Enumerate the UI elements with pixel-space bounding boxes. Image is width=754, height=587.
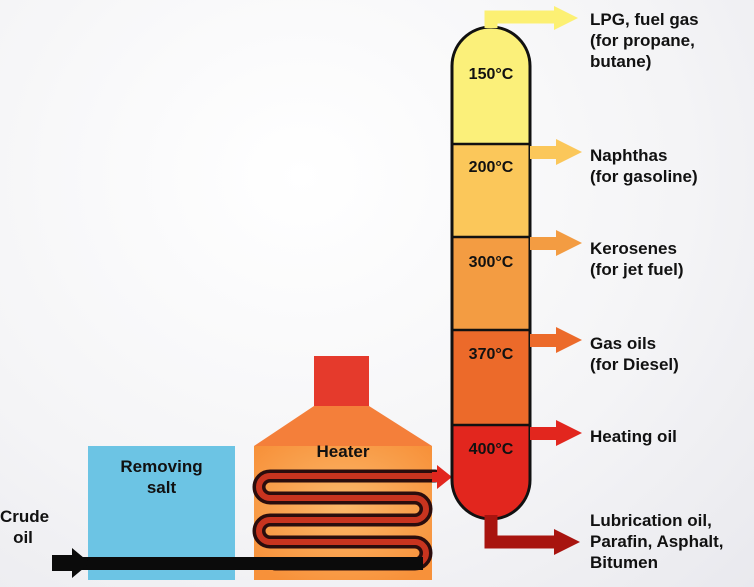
product-gasoil-line2: (for Diesel): [590, 355, 679, 374]
desalter-line2: salt: [146, 478, 177, 497]
heater-coil-inner: [256, 473, 438, 567]
product-kerosene-line2: (for jet fuel): [590, 260, 684, 279]
temp-300: 300°C: [468, 254, 514, 271]
temp-400: 400°C: [468, 441, 514, 458]
outlet-lpg-pipe: [484, 10, 558, 28]
heater-label: Heater: [254, 441, 432, 462]
product-heating-line1: Heating oil: [590, 427, 677, 446]
outlet-naphtha-pipe: [530, 146, 558, 159]
section-400: [452, 425, 530, 519]
crude-oil-label: Crude oil: [0, 506, 50, 548]
temp-150: 150°C: [468, 66, 514, 83]
section-150: [452, 27, 530, 144]
outlet-lpg-arrow: [554, 6, 578, 30]
feed-arrow: [432, 465, 452, 489]
product-lpg: LPG, fuel gas (for propane, butane): [590, 9, 699, 72]
outlet-heating-arrow: [556, 420, 582, 446]
outlet-lube-pipe: [484, 515, 558, 549]
outlet-kerosene-arrow: [556, 230, 582, 256]
product-naphtha-line2: (for gasoline): [590, 167, 698, 186]
outlet-lube-arrow: [554, 529, 580, 555]
product-lube-line1: Lubrication oil,: [590, 511, 712, 530]
heater-label-text: Heater: [316, 442, 370, 461]
heater-cap: [254, 406, 432, 446]
product-lube-line2: Parafin, Asphalt,: [590, 532, 724, 551]
crude-oil-pipe: [68, 557, 423, 570]
desalter-line1: Removing: [120, 457, 203, 476]
column: [452, 27, 530, 519]
product-lpg-line1: LPG, fuel gas: [590, 10, 699, 29]
product-gasoil-line1: Gas oils: [590, 334, 657, 353]
section-300: [452, 237, 530, 330]
outlet-heating-pipe: [530, 427, 558, 440]
outlet-gasoil-arrow: [556, 327, 582, 353]
product-kerosene-line1: Kerosenes: [590, 239, 677, 258]
product-lpg-line3: butane): [590, 52, 652, 71]
product-lube-line3: Bitumen: [590, 553, 658, 572]
product-naphtha: Naphthas (for gasoline): [590, 145, 698, 187]
product-lube: Lubrication oil, Parafin, Asphalt, Bitum…: [590, 510, 724, 573]
desalter-label: Removing salt: [88, 456, 235, 498]
section-370: [452, 330, 530, 425]
product-heating: Heating oil: [590, 426, 677, 447]
product-gasoil: Gas oils (for Diesel): [590, 333, 679, 375]
product-naphtha-line1: Naphthas: [590, 146, 668, 165]
temp-200: 200°C: [468, 159, 514, 176]
product-lpg-line2: (for propane,: [590, 31, 695, 50]
heater-chimney: [314, 356, 369, 408]
outlet-kerosene-pipe: [530, 237, 558, 250]
outlet-naphtha-arrow: [556, 139, 582, 165]
temp-370: 370°C: [468, 346, 514, 363]
crude-oil-arrow: [52, 548, 90, 578]
crude-oil-line1: Crude: [0, 507, 50, 526]
crude-oil-line2: oil: [13, 528, 33, 547]
column-outline: [450, 25, 532, 521]
outlet-gasoil-pipe: [530, 334, 558, 347]
product-kerosene: Kerosenes (for jet fuel): [590, 238, 684, 280]
section-200: [452, 144, 530, 237]
